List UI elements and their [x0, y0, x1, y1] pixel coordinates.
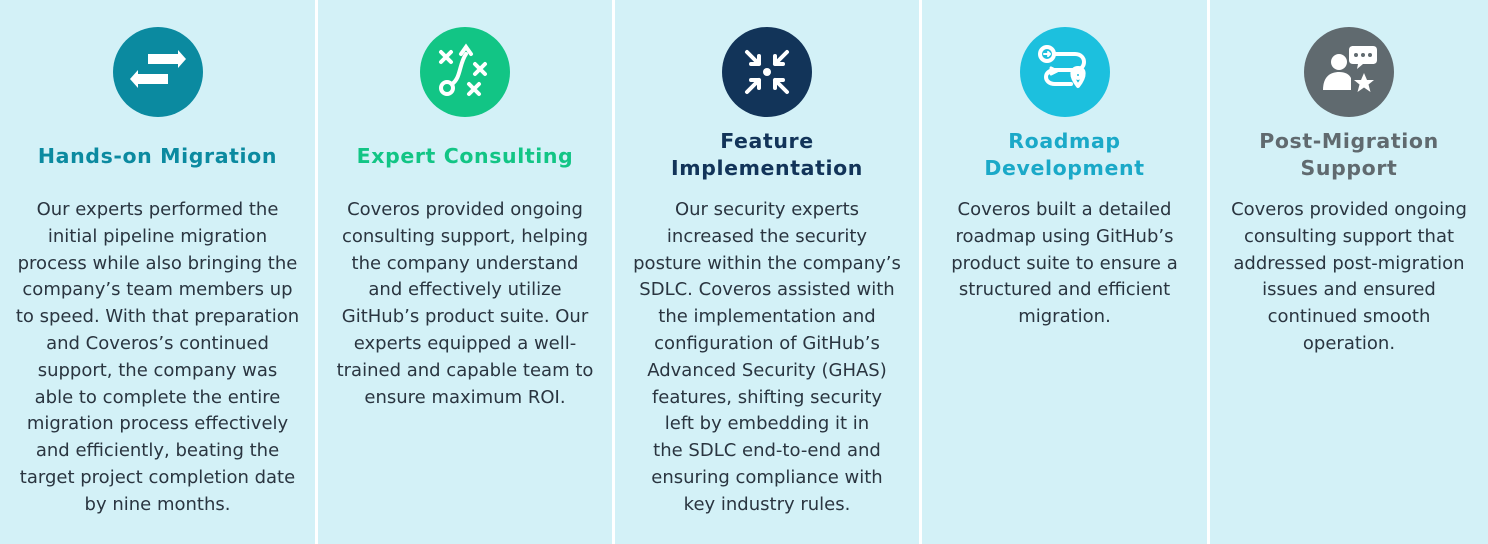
card-title-line: Support — [1300, 156, 1398, 180]
card-title-line: Roadmap — [1008, 129, 1121, 153]
card-title: Feature Implementation — [615, 128, 919, 182]
card-title: Post-Migration Support — [1210, 128, 1488, 182]
card-title: Expert Consulting — [356, 144, 574, 168]
card-title: Hands-on Migration — [37, 144, 278, 168]
card-title-line: Post-Migration — [1259, 129, 1439, 153]
card-post-migration-support: Post-Migration Support Coveros provided … — [1210, 0, 1488, 544]
card-title: Roadmap Development — [922, 128, 1207, 182]
route-map-icon — [1019, 27, 1110, 117]
card-body: Our security experts increased the secur… — [633, 199, 901, 515]
card-body: Coveros provided ongoing consulting supp… — [336, 199, 594, 408]
card-title-line: Feature — [720, 129, 814, 153]
swap-arrows-icon — [112, 27, 203, 117]
strategy-playbook-icon — [420, 27, 510, 117]
card-body: Coveros provided ongoing consulting supp… — [1231, 199, 1467, 354]
card-title-line: Implementation — [671, 156, 863, 180]
card-body: Coveros built a detailed roadmap using G… — [951, 199, 1178, 328]
card-title-line: Development — [984, 156, 1145, 180]
card-hands-on-migration: Hands-on Migration Our experts performed… — [0, 0, 315, 544]
card-expert-consulting: Expert Consulting Coveros provided ongoi… — [318, 0, 612, 544]
converge-arrows-icon — [722, 27, 812, 117]
support-chat-icon — [1304, 27, 1394, 117]
card-roadmap-development: Roadmap Development Coveros built a deta… — [922, 0, 1207, 544]
card-body: Our experts performed the initial pipeli… — [15, 199, 300, 515]
card-feature-implementation: Feature Implementation Our security expe… — [615, 0, 919, 544]
